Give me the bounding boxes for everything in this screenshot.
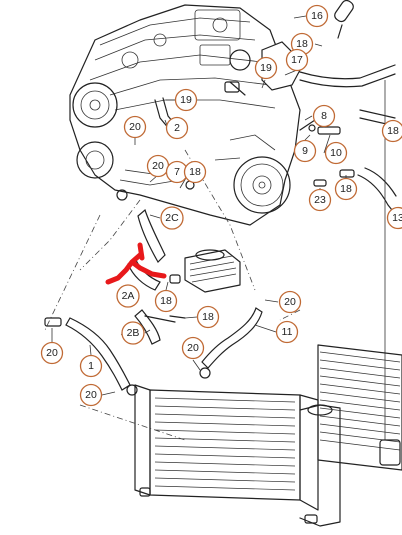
engine-block — [69, 4, 301, 226]
callout-20-c: 20 — [278, 290, 302, 314]
callout-7: 7 — [165, 160, 189, 184]
svg-text:2C: 2C — [165, 212, 179, 224]
callout-2a: 2A — [116, 284, 140, 308]
svg-text:20: 20 — [152, 160, 164, 172]
svg-text:16: 16 — [311, 10, 323, 22]
svg-text:23: 23 — [314, 194, 326, 206]
callout-20-b: 20 — [146, 154, 170, 178]
callouts: 16 18 17 19 19 2 20 20 7 18 8 10 9 18 23 — [40, 4, 402, 407]
svg-text:19: 19 — [260, 62, 272, 74]
callout-20-f: 20 — [79, 383, 103, 407]
svg-text:10: 10 — [330, 147, 342, 159]
middle-hoses — [44, 208, 263, 396]
svg-text:1: 1 — [88, 360, 94, 372]
callout-18-e: 18 — [154, 289, 178, 313]
callout-1: 1 — [79, 354, 103, 378]
callout-9: 9 — [293, 139, 317, 163]
callout-13: 13 — [386, 206, 402, 230]
svg-text:18: 18 — [160, 295, 172, 307]
callout-23: 23 — [308, 188, 332, 212]
svg-text:8: 8 — [321, 110, 327, 122]
callout-20-d: 20 — [181, 336, 205, 360]
svg-text:17: 17 — [291, 54, 303, 66]
svg-text:19: 19 — [180, 94, 192, 106]
callout-2b: 2B — [121, 321, 145, 345]
svg-text:9: 9 — [302, 145, 308, 157]
highlighted-hose-2a — [105, 242, 167, 285]
callout-20-e: 20 — [40, 341, 64, 365]
svg-text:18: 18 — [296, 38, 308, 50]
svg-text:18: 18 — [387, 125, 399, 137]
svg-text:20: 20 — [187, 342, 199, 354]
radiator — [134, 384, 341, 527]
callout-19-b: 19 — [174, 88, 198, 112]
callout-8: 8 — [312, 104, 336, 128]
svg-text:20: 20 — [46, 347, 58, 359]
callout-10: 10 — [324, 141, 348, 165]
svg-text:13: 13 — [392, 212, 402, 224]
callout-18-d: 18 — [381, 119, 402, 143]
svg-text:2: 2 — [174, 122, 180, 134]
secondary-radiator — [317, 344, 402, 471]
callout-19-a: 19 — [254, 56, 278, 80]
svg-text:18: 18 — [202, 311, 214, 323]
callout-17: 17 — [285, 48, 309, 72]
callout-11: 11 — [275, 320, 299, 344]
callout-18-b: 18 — [183, 160, 207, 184]
leader-lines — [51, 15, 347, 396]
svg-text:20: 20 — [284, 296, 296, 308]
svg-text:18: 18 — [340, 183, 352, 195]
svg-text:2A: 2A — [122, 290, 135, 302]
callout-2c: 2C — [160, 206, 184, 230]
callout-18-c: 18 — [334, 177, 358, 201]
callout-18-f: 18 — [196, 305, 220, 329]
radiator-fins — [154, 397, 296, 491]
svg-text:11: 11 — [282, 326, 293, 338]
svg-text:20: 20 — [129, 121, 141, 133]
callout-20-a: 20 — [123, 115, 147, 139]
svg-text:7: 7 — [174, 166, 180, 178]
svg-text:20: 20 — [85, 389, 97, 401]
callout-2: 2 — [165, 116, 189, 140]
svg-text:18: 18 — [189, 166, 201, 178]
callout-16: 16 — [305, 4, 329, 28]
svg-text:2B: 2B — [127, 327, 140, 339]
